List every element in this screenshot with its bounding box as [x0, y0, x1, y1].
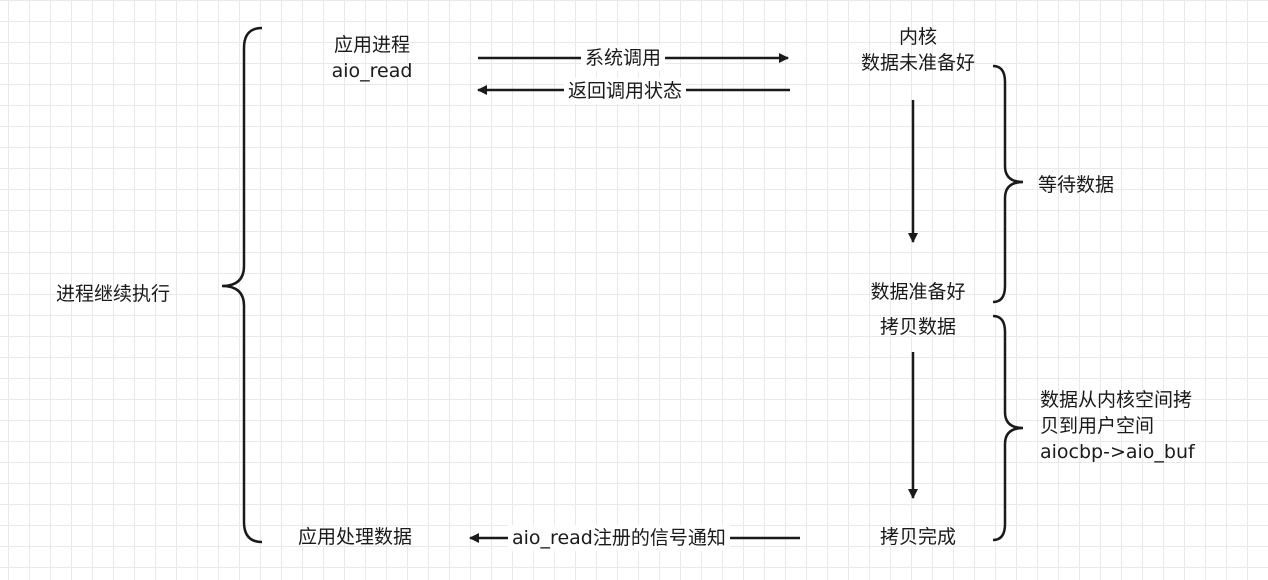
right-brace-wait-data	[992, 64, 1024, 304]
node-data-ready: 数据准备好	[870, 281, 966, 303]
edge-label-signal-notify: aio_read注册的信号通知	[508, 525, 730, 551]
node-app-process: 应用进程 aio_read	[331, 34, 413, 82]
brace-label-copy-desc: 数据从内核空间拷 贝到用户空间 aiocbp->aio_buf	[1040, 389, 1195, 463]
node-app-handle: 应用处理数据	[298, 526, 413, 548]
node-copy-data: 拷贝数据	[879, 316, 956, 338]
edge-label-return-status: 返回调用状态	[564, 78, 687, 104]
brace-label-wait-data: 等待数据	[1038, 174, 1115, 196]
edge-label-syscall: 系统调用	[581, 45, 666, 71]
node-kernel: 内核 数据未准备好	[860, 26, 975, 74]
right-brace-copy	[992, 314, 1024, 542]
brace-label-continue-exec: 进程继续执行	[56, 283, 171, 305]
left-brace-continue	[221, 26, 263, 544]
node-copy-done: 拷贝完成	[879, 526, 956, 548]
